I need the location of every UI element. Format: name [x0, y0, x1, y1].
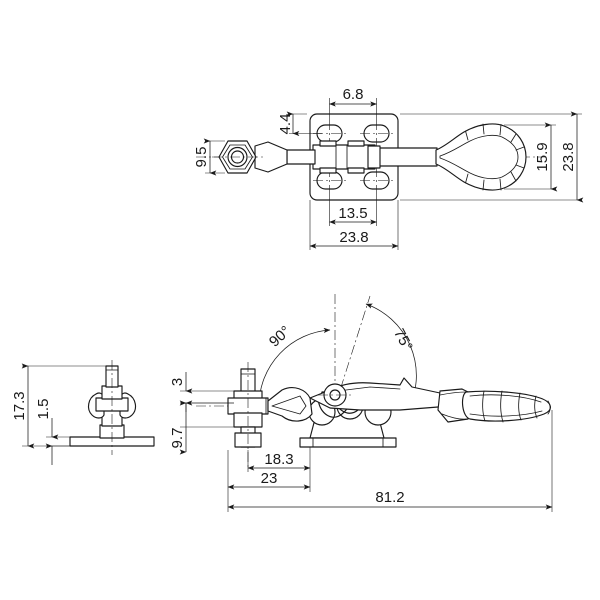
dim-15-9: 15.9: [504, 122, 558, 192]
dim-23-8-right: 23.8: [400, 111, 584, 203]
dim-13-5-label: 13.5: [338, 205, 367, 222]
handle-loop-ribs: [465, 123, 525, 191]
linkage-block-top: [312, 140, 376, 174]
dim-6-8: 6.8: [329, 86, 377, 120]
handle-grip-ribs: [482, 390, 551, 423]
dim-23-8b-label: 23.8: [339, 229, 368, 246]
side-view-group: 90° 75°: [169, 294, 553, 512]
grip-rib-2: [500, 390, 504, 423]
handle-loop-top: [435, 123, 527, 191]
dim-9-7-label: 9.7: [169, 428, 186, 449]
dim-23-8-bottom: 23.8: [309, 200, 399, 250]
hinge-tab-left-bottom: [319, 167, 337, 174]
hinge-tab-left-top: [319, 140, 337, 147]
grip-rib-1: [482, 390, 486, 422]
dim-23-8r-label: 23.8: [560, 142, 577, 171]
loop-rib-4: [510, 133, 517, 143]
grip-rib-end: [547, 400, 551, 415]
handle-grip-top-line: [469, 394, 542, 403]
loop-rib-1: [465, 130, 469, 141]
dim-9-7: 9.7: [169, 400, 234, 455]
loop-rib-10: [465, 173, 469, 184]
loop-rib-2: [482, 123, 485, 135]
dim-4-4: 4.4: [277, 111, 322, 137]
dim-17-3: 17.3: [11, 363, 106, 449]
dim-18-3: 18.3: [247, 447, 311, 472]
dim-6-8-label: 6.8: [343, 86, 364, 103]
dim-3-label: 3: [169, 378, 186, 386]
spindle-bar-top: [286, 149, 316, 165]
handle-neck-line-1: [439, 391, 467, 396]
dim-81-2-label: 81.2: [375, 489, 404, 506]
loop-rib-7: [510, 171, 517, 182]
base-plate-side: [299, 437, 397, 448]
handle-loop-inner: [439, 134, 519, 180]
end-view-group: 17.3 1.5: [11, 360, 155, 465]
loop-rib-5: [515, 146, 525, 151]
dim-23: 23: [227, 450, 311, 492]
hex-nut-inner-hex: [222, 144, 253, 170]
clamp-arm-top: [374, 147, 438, 167]
dim-18-3-label: 18.3: [264, 451, 293, 468]
hinge-block-body: [312, 144, 376, 170]
handle-grip-bottom-line: [469, 410, 543, 417]
top-view-group: 6.8 4.4 9.5 13.5 23.8: [193, 86, 584, 250]
handle-loop-outer: [435, 123, 527, 191]
grip-rib-4: [534, 395, 538, 419]
dim-17-3-label: 17.3: [11, 391, 28, 420]
dim-1-5-label: 1.5: [35, 399, 52, 420]
handle-side: [437, 388, 551, 423]
dim-4-4-label: 4.4: [277, 114, 294, 135]
loop-rib-9: [482, 179, 485, 191]
spindle-jaw-wedge: [265, 387, 313, 422]
spindle-taper-top: [254, 141, 288, 173]
dim-9-5: 9.5: [193, 138, 225, 176]
angle-90-label: 90°: [266, 323, 294, 351]
dim-9-5-label: 9.5: [193, 147, 210, 168]
side-view-spindle-assembly: [227, 362, 269, 470]
dim-13-5: 13.5: [329, 194, 377, 226]
hinge-tab-right-bottom: [347, 167, 365, 174]
dim-81-2: 81.2: [227, 410, 553, 512]
hinge-tab-right-top: [347, 140, 365, 147]
loop-rib-3: [499, 124, 502, 136]
jaw-wedge-inner: [271, 395, 307, 415]
dim-15-9-label: 15.9: [534, 142, 551, 171]
dim-1-5: 1.5: [35, 399, 70, 465]
loop-rib-8: [499, 178, 502, 191]
clamp-lever-side: [309, 377, 453, 411]
grip-rib-3: [518, 392, 522, 421]
dim-23-label: 23: [261, 470, 278, 487]
clamp-arm-shoulder: [367, 145, 381, 169]
loop-rib-6: [515, 164, 525, 169]
handle-neck-line-2: [441, 413, 469, 420]
hex-nut-top: [212, 140, 263, 174]
